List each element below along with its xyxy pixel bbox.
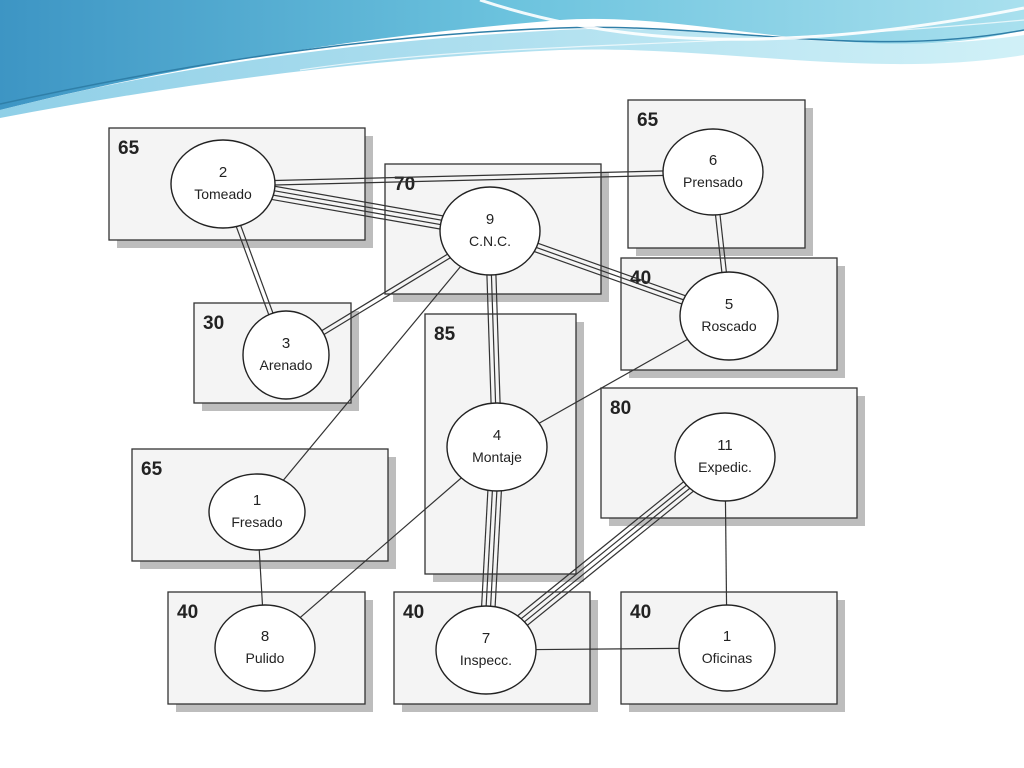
node-number: 5 xyxy=(725,296,733,313)
area-size-label: 40 xyxy=(630,268,651,289)
node-circle xyxy=(662,128,764,216)
area-size-label: 40 xyxy=(630,602,651,623)
area-size-label: 30 xyxy=(203,313,224,334)
node-number: 11 xyxy=(717,437,733,454)
area-size-label: 80 xyxy=(610,398,631,419)
node-name: Fresado xyxy=(231,514,283,530)
flow-line xyxy=(489,461,730,656)
flow-link-expedic-inspecc xyxy=(481,451,730,656)
area-size-label: 65 xyxy=(637,110,659,131)
node-number: 7 xyxy=(482,630,490,647)
area-size-label: 85 xyxy=(434,324,456,345)
node-circle xyxy=(242,310,330,400)
flow-line xyxy=(481,451,722,646)
node-name: Oficinas xyxy=(702,650,753,666)
node-name: Pulido xyxy=(246,650,285,666)
node-name: Prensado xyxy=(683,174,743,190)
node-number: 9 xyxy=(486,211,494,228)
node-circle xyxy=(435,605,537,695)
node-circle xyxy=(446,402,548,492)
flow-link-montaje-pulido xyxy=(264,446,498,649)
area-size-label: 40 xyxy=(403,602,424,623)
node-number: 2 xyxy=(219,164,227,181)
node-name: Inspecc. xyxy=(460,652,512,668)
flow-line xyxy=(223,173,714,187)
node-number: 1 xyxy=(253,492,261,509)
node-number: 3 xyxy=(282,335,290,352)
node-name: C.N.C. xyxy=(469,233,511,249)
node-cnc: 9C.N.C. xyxy=(439,186,541,276)
flow-line xyxy=(264,446,498,649)
flow-line xyxy=(256,230,491,513)
node-number: 6 xyxy=(709,152,717,169)
node-name: Arenado xyxy=(260,357,313,373)
node-circle xyxy=(678,604,776,692)
node-circle xyxy=(439,186,541,276)
node-name: Montaje xyxy=(472,449,522,465)
flow-link-tomeado-prensado xyxy=(222,169,714,187)
area-size-label: 70 xyxy=(394,174,415,195)
flow-line xyxy=(487,458,727,653)
node-circle xyxy=(208,473,306,551)
flow-line xyxy=(484,454,724,649)
node-number: 1 xyxy=(723,628,731,645)
node-circle xyxy=(679,271,779,361)
node-name: Expedic. xyxy=(698,459,752,475)
node-number: 4 xyxy=(493,427,501,444)
area-size-label: 65 xyxy=(141,459,163,480)
node-circle xyxy=(214,604,316,692)
node-circle xyxy=(674,412,776,502)
node-circle xyxy=(170,139,276,229)
node-name: Tomeado xyxy=(194,186,252,202)
area-size-label: 65 xyxy=(118,138,140,159)
flow-link-cnc-fresado xyxy=(256,230,491,513)
area-size-label: 40 xyxy=(177,602,198,623)
header-wave-decoration xyxy=(0,0,1024,118)
node-number: 8 xyxy=(261,628,269,645)
flow-line xyxy=(222,169,713,183)
node-name: Roscado xyxy=(701,318,756,334)
